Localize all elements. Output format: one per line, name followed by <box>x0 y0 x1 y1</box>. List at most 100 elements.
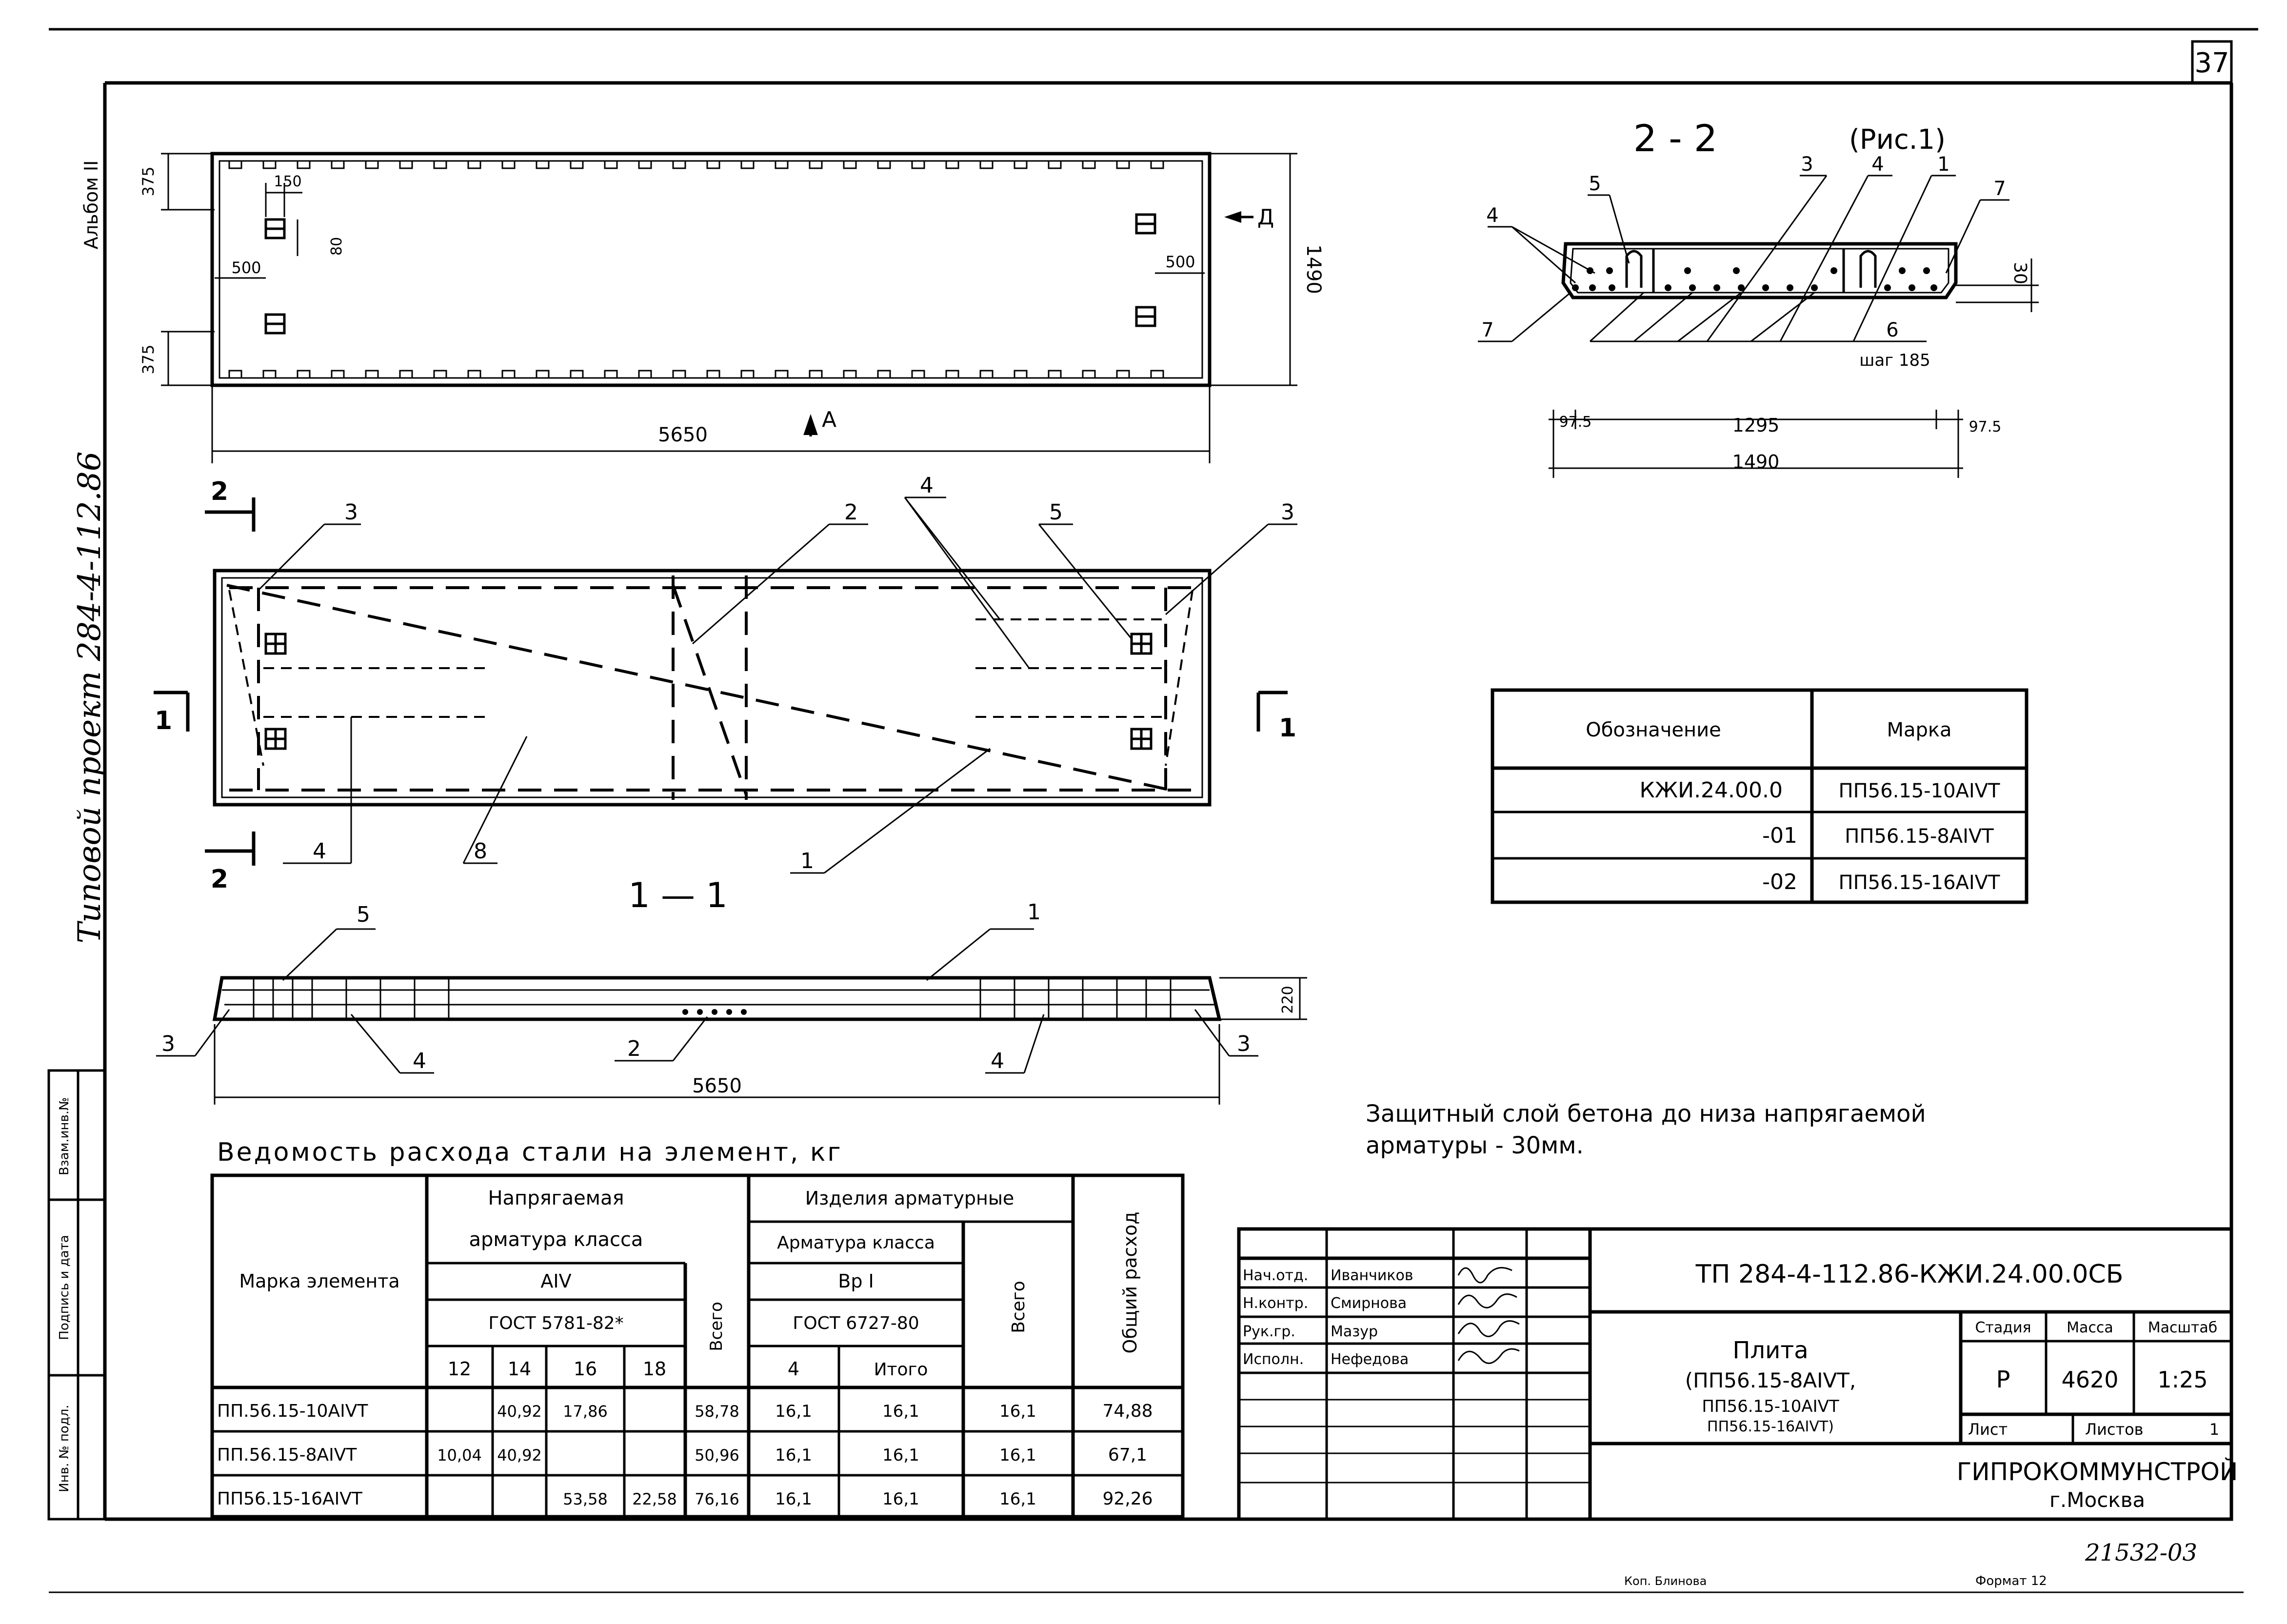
copy-label: Коп. Блинова <box>1624 1574 1707 1588</box>
item-name-4: ПП56.15-16АIVТ) <box>1707 1418 1834 1435</box>
item-name-2: (ПП56.15-8АIVТ, <box>1685 1368 1856 1392</box>
designation-cell: -02 <box>1762 870 1797 894</box>
rv-callout-4-bottom: 4 <box>313 839 326 864</box>
cell-d18: 22,58 <box>632 1490 677 1508</box>
s22-callout-7-right: 7 <box>1993 178 2006 200</box>
s22-callout-4: 4 <box>1486 204 1498 227</box>
signatures <box>1457 1267 1520 1364</box>
item-name-3: ПП56.15-10АIVТ <box>1702 1397 1839 1416</box>
role-label: Н.контр. <box>1243 1295 1308 1312</box>
cell-sum-a: 76,16 <box>695 1490 739 1508</box>
rv-callout-1: 1 <box>800 849 814 873</box>
role-label: Рук.гр. <box>1243 1323 1295 1340</box>
sheet-label: Лист <box>1968 1420 2008 1439</box>
album-label: Альбом II <box>80 160 102 250</box>
format-label: Формат 12 <box>1975 1574 2047 1588</box>
mark-header: Марка <box>1887 719 1951 741</box>
section-mark-1-right: 1 <box>1279 713 1296 743</box>
h-diam-18: 18 <box>643 1358 666 1380</box>
h-overall: Общий расход <box>1119 1212 1141 1354</box>
rv-callout-2: 2 <box>844 500 858 525</box>
arrow-d-label: Д <box>1257 205 1274 230</box>
cell-d14: 40,92 <box>497 1446 542 1465</box>
rv-callout-4-top: 4 <box>920 473 934 498</box>
s22-dim-30: 30 <box>2010 262 2030 284</box>
h-diam-16: 16 <box>574 1358 597 1380</box>
s11-callout-5: 5 <box>357 902 370 927</box>
arrow-d-icon <box>1224 211 1241 223</box>
h-class-a: АIV <box>540 1270 571 1292</box>
s11-callout-1: 1 <box>1027 900 1041 925</box>
s11-callout-4-right: 4 <box>991 1049 1004 1073</box>
page-number: 37 <box>2194 47 2229 79</box>
rv-callout-3-right: 3 <box>1281 500 1294 525</box>
s22-dim-1490: 1490 <box>1732 451 1780 473</box>
h-class-b: Вр I <box>838 1270 874 1292</box>
plan-dim-375-bottom: 375 <box>139 344 158 374</box>
h-total-a: Всего <box>707 1302 726 1351</box>
scale-header: Масштаб <box>2148 1319 2218 1336</box>
sheets-count: 1 <box>2209 1420 2219 1439</box>
org-city: г.Москва <box>2049 1488 2145 1512</box>
s22-dim-97-5-right: 97.5 <box>1969 418 2002 436</box>
scale-value: 1:25 <box>2157 1367 2207 1393</box>
mark-cell: ПП56.15-16АIVТ <box>1839 871 2001 894</box>
plan-dim-5650: 5650 <box>658 424 708 446</box>
sheet-frame: 37 <box>49 28 2258 1593</box>
role-label: Исполн. <box>1243 1351 1304 1368</box>
plan-view: 375 150 80 500 500 375 1490 5650 А Д <box>139 152 1325 463</box>
plan-dim-500-left: 500 <box>231 258 261 277</box>
s22-dim-97-5-left: 97.5 <box>1559 414 1592 431</box>
h-prestressed-2: арматура класса <box>469 1228 643 1251</box>
strip-inv-no: Инв. № подл. <box>57 1405 72 1492</box>
plan-dim-500-right: 500 <box>1165 253 1195 271</box>
rv-callout-3-left: 3 <box>344 500 358 525</box>
rv-callout-5: 5 <box>1049 500 1063 525</box>
designation-header: Обозначение <box>1586 719 1721 741</box>
h-itogo: Итого <box>874 1360 928 1380</box>
s22-callout-5: 5 <box>1589 173 1601 195</box>
cell-sum-b: 16,1 <box>999 1489 1036 1509</box>
plan-dim-80: 80 <box>328 237 345 256</box>
cell-d12: 10,04 <box>437 1446 482 1465</box>
cell-d4: 16,1 <box>775 1402 812 1421</box>
section-mark-2-top: 2 <box>211 477 228 506</box>
s11-dim-5650: 5650 <box>692 1075 742 1097</box>
cell-sum-a: 50,96 <box>695 1446 739 1465</box>
h-gost-b: ГОСТ 6727-80 <box>793 1313 919 1333</box>
section-mark-2-bottom: 2 <box>211 865 228 894</box>
section-2-2: 2 - 2 (Рис.1) <box>1478 117 2039 478</box>
item-name-1: Плита <box>1732 1337 1808 1364</box>
s22-callout-6: 6 <box>1886 319 1898 341</box>
cell-sum-b: 16,1 <box>999 1446 1036 1465</box>
plan-dim-150: 150 <box>274 173 301 190</box>
s11-dim-220: 220 <box>1279 986 1296 1013</box>
h-gost-a: ГОСТ 5781-82* <box>488 1313 623 1333</box>
role-name: Смирнова <box>1331 1295 1407 1312</box>
role-name: Мазур <box>1331 1323 1378 1340</box>
note-line-2: арматуры - 30мм. <box>1366 1132 1584 1159</box>
org-name: ГИПРОКОММУНСТРОЙ <box>1957 1457 2238 1486</box>
h-total-b: Всего <box>1009 1281 1029 1333</box>
section-1-1: 1 — 1 <box>156 875 1307 1105</box>
strip-replace-inv: Взам.инв.№ <box>57 1097 72 1175</box>
row-mark: ПП56.15-16АIVТ <box>217 1489 363 1509</box>
cell-sum-a: 58,78 <box>695 1402 739 1421</box>
cell-overall: 67,1 <box>1108 1445 1147 1465</box>
cell-itogo: 16,1 <box>882 1446 919 1465</box>
role-name: Иванчиков <box>1331 1267 1413 1284</box>
cell-d4: 16,1 <box>775 1446 812 1465</box>
footer-note: 21532-03 <box>2085 1539 2197 1566</box>
s22-callout-7-left: 7 <box>1481 319 1493 341</box>
project-label: Типовой проект 284-4-112.86 <box>72 452 108 944</box>
designation-table: Обозначение Марка КЖИ.24.00.0 ПП56.15-10… <box>1491 688 2028 904</box>
row-mark: ПП.56.15-10АIVТ <box>217 1401 368 1421</box>
note-line-1: Защитный слой бетона до низа напрягаемой <box>1366 1100 1926 1128</box>
cell-itogo: 16,1 <box>882 1489 919 1509</box>
rv-callout-8: 8 <box>474 839 487 864</box>
s11-callout-2: 2 <box>627 1036 641 1061</box>
section-1-1-title: 1 — 1 <box>628 875 728 915</box>
cell-itogo: 16,1 <box>882 1402 919 1421</box>
cell-sum-b: 16,1 <box>999 1402 1036 1421</box>
